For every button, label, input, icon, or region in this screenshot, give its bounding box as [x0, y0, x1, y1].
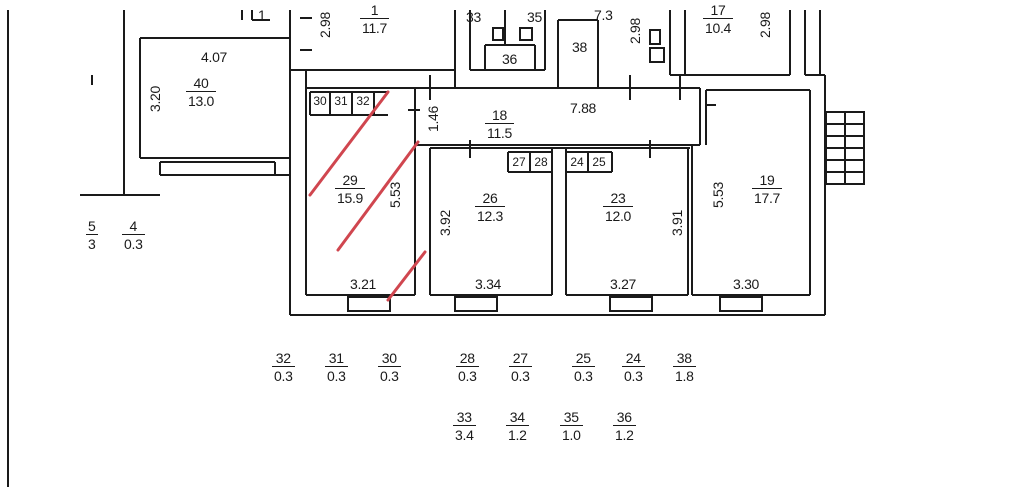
red-marker-line [308, 90, 390, 197]
dimension-label: 3.21 [350, 276, 377, 292]
dimension-label: 2.98 [757, 11, 774, 39]
legend-item-33: 33 3.4 [453, 409, 476, 443]
legend-item-36: 36 1.2 [613, 409, 636, 443]
room-1-label: 1 11.7 [360, 2, 390, 36]
room-35-number: 35 [527, 9, 542, 25]
legend-item-28: 28 0.3 [456, 350, 479, 384]
dimension-label: 3.27 [610, 276, 637, 292]
dimension-label: 2.98 [317, 11, 334, 39]
room-31-box: 31 [332, 94, 350, 108]
window [719, 296, 763, 312]
dimension-label: 3.20 [147, 85, 164, 113]
room-7-3-number: 7.3 [594, 7, 613, 23]
red-marker-line [336, 140, 420, 252]
dimension-label: 4.07 [201, 49, 228, 65]
legend-item-27: 27 0.3 [509, 350, 532, 384]
room-4-label: 4 0.3 [122, 218, 145, 252]
room-32-box: 32 [354, 94, 372, 108]
legend-item-24: 24 0.3 [622, 350, 645, 384]
dimension-label: 2.98 [627, 17, 644, 45]
room-5-label: 5 3 [86, 218, 98, 252]
legend-item-34: 34 1.2 [506, 409, 529, 443]
red-marker-line [386, 250, 427, 302]
window [347, 296, 391, 312]
window [609, 296, 653, 312]
room-29-label: 29 15.9 [335, 172, 366, 206]
room-26-label: 26 12.3 [475, 190, 506, 224]
window [454, 296, 498, 312]
room-24-box: 24 [568, 155, 586, 169]
legend-item-30: 30 0.3 [378, 350, 401, 384]
legend-item-35: 35 1.0 [560, 409, 583, 443]
room-30-box: 30 [311, 94, 329, 108]
dimension-label: 3.34 [475, 276, 502, 292]
toilet-fixture [649, 29, 661, 45]
room-17-label: 17 10.4 [703, 2, 734, 36]
room-1-top-number: 1 [258, 7, 266, 23]
legend-item-32: 32 0.3 [272, 350, 295, 384]
dimension-label: 3.30 [733, 276, 760, 292]
dimension-label: 7.88 [570, 100, 597, 116]
legend-item-31: 31 0.3 [325, 350, 348, 384]
room-23-label: 23 12.0 [603, 190, 634, 224]
room-18-label: 18 11.5 [485, 107, 515, 141]
room-38-number: 38 [572, 39, 587, 55]
sink-fixture [492, 27, 504, 41]
room-36-number: 36 [502, 51, 517, 67]
dimension-label: 1.46 [425, 105, 442, 133]
room-27-box: 27 [510, 155, 528, 169]
room-40-label: 40 13.0 [186, 75, 217, 109]
dimension-label: 3.91 [669, 209, 686, 237]
room-33-number: 33 [466, 9, 481, 25]
dimension-label: 3.92 [437, 209, 454, 237]
legend-item-38: 38 1.8 [673, 350, 696, 384]
toilet-fixture [649, 47, 665, 63]
room-25-box: 25 [590, 155, 608, 169]
room-19-label: 19 17.7 [752, 172, 783, 206]
sink-fixture [519, 27, 533, 41]
room-28-box: 28 [532, 155, 550, 169]
dimension-label: 5.53 [710, 181, 727, 209]
dimension-label: 5.53 [387, 181, 404, 209]
legend-item-25: 25 0.3 [572, 350, 595, 384]
